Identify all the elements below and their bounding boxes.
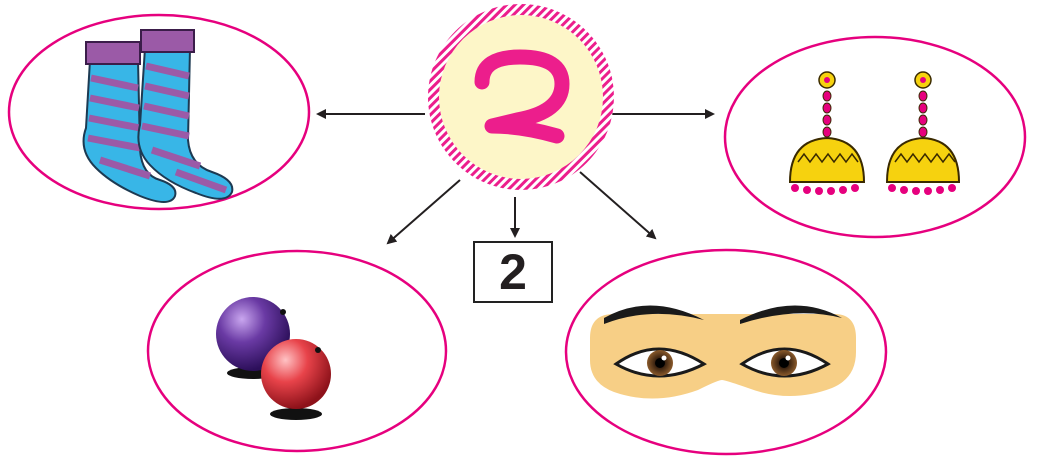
eyes-icon xyxy=(590,305,856,399)
center-letter xyxy=(432,22,612,172)
socks-icon xyxy=(82,29,234,203)
letter-ra-glyph xyxy=(474,49,570,144)
number-value: 2 xyxy=(499,244,527,300)
earrings-icon xyxy=(788,71,961,195)
marbles-icon xyxy=(216,297,331,420)
number-box: 2 xyxy=(473,241,553,303)
earrings-frame xyxy=(723,35,1027,239)
arrow-to-eyes xyxy=(579,171,657,240)
arrow-to-marbles xyxy=(386,179,461,245)
arrows xyxy=(316,109,715,245)
